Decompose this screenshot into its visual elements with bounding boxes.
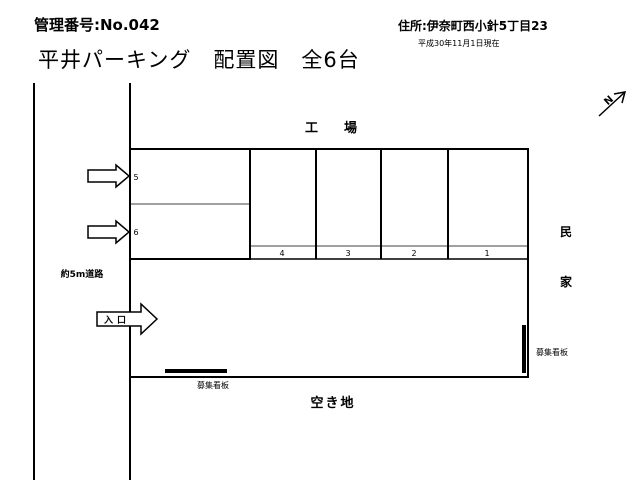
north-label: N <box>602 94 616 108</box>
space-number-1: 1 <box>484 249 489 258</box>
space-number-4: 4 <box>279 249 284 258</box>
page-title: 平井パーキング 配置図 全6台 <box>38 48 360 72</box>
north-arrow-icon: N <box>598 91 627 117</box>
signboard-right <box>522 325 526 373</box>
signboard-bottom <box>165 369 227 373</box>
management-number: 管理番号:No.042 <box>34 16 160 34</box>
signboard-bottom-label: 募集看板 <box>197 380 229 390</box>
space-number-2: 2 <box>411 249 416 258</box>
vacant-lot-label: 空き地 <box>310 395 355 411</box>
entrance-arrow-icon <box>96 302 159 336</box>
arrow-icon-space-5 <box>87 163 131 189</box>
space-number-3: 3 <box>345 249 350 258</box>
factory-label: 工 場 <box>305 120 357 136</box>
residence-label-2: 家 <box>560 274 573 289</box>
lot-boundary <box>130 148 529 378</box>
address: 住所:伊奈町西小針5丁目23 <box>398 19 548 33</box>
arrow-icon-space-6 <box>87 219 131 245</box>
residence-label-1: 民 <box>560 225 572 239</box>
space-number-5: 5 <box>133 173 138 182</box>
space-number-6: 6 <box>133 228 138 237</box>
road-label: 約5m道路 <box>61 268 105 280</box>
entrance-label: 入口 <box>103 315 130 326</box>
as-of-date: 平成30年11月1日現在 <box>418 39 500 48</box>
signboard-right-label: 募集看板 <box>536 347 568 357</box>
